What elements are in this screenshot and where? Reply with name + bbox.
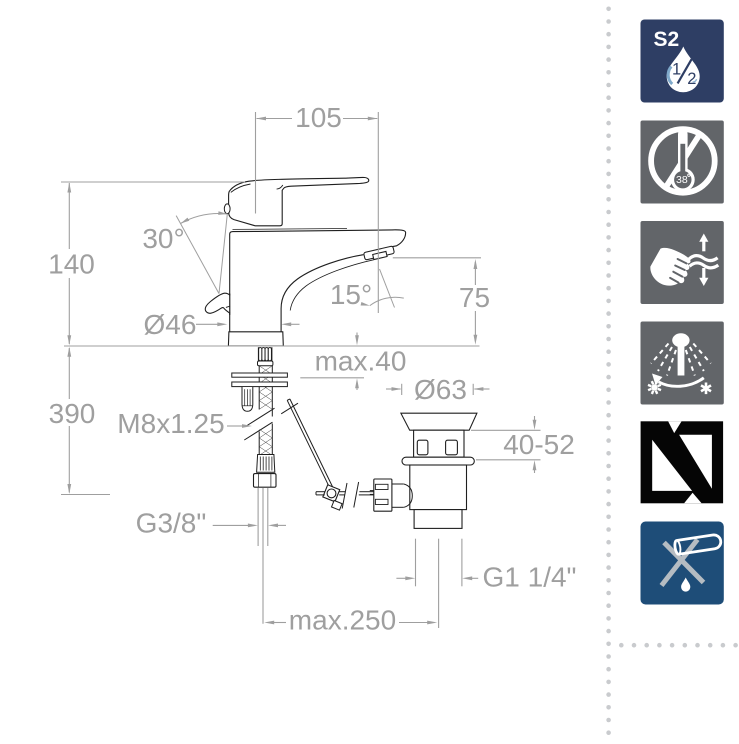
svg-text:30°: 30° (142, 223, 184, 254)
svg-text:max.250: max.250 (289, 605, 396, 636)
svg-text:max.40: max.40 (315, 346, 407, 377)
svg-text:105: 105 (295, 102, 342, 133)
svg-text:G3/8": G3/8" (136, 508, 207, 539)
svg-text:Ø63: Ø63 (414, 374, 467, 405)
svg-text:140: 140 (48, 249, 95, 280)
svg-text:Ø46: Ø46 (144, 309, 197, 340)
svg-text:G1 1/4": G1 1/4" (483, 562, 577, 593)
svg-text:S2: S2 (654, 28, 680, 51)
svg-text:1: 1 (672, 61, 681, 79)
svg-text:M8x1.25: M8x1.25 (117, 408, 224, 439)
svg-text:40-52: 40-52 (503, 429, 575, 460)
svg-text:38: 38 (676, 174, 688, 186)
svg-text:75: 75 (459, 282, 490, 313)
svg-text:390: 390 (49, 398, 96, 429)
svg-text:2: 2 (687, 70, 696, 88)
